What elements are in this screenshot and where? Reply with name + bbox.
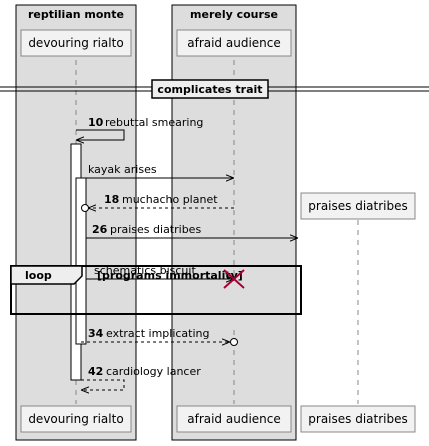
participant-praises-diatribes-created bbox=[300, 192, 416, 220]
message-34-number: 34 bbox=[88, 327, 104, 340]
message-schematics-label: schematics biscuit bbox=[94, 264, 196, 277]
participant-label: afraid audience bbox=[187, 412, 281, 426]
message-42-arrow bbox=[81, 379, 125, 390]
participant-label: devouring rialto bbox=[28, 36, 123, 50]
divider-label: complicates trait bbox=[157, 83, 262, 96]
message-34-label: extract implicating bbox=[106, 327, 210, 340]
message-18-label: muchacho planet bbox=[122, 193, 218, 206]
message-10-arrow bbox=[76, 129, 125, 140]
participant-label: devouring rialto bbox=[28, 412, 123, 426]
participant-label: praises diatribes bbox=[308, 199, 407, 213]
participant-afraid-audience-bottom bbox=[176, 405, 292, 433]
activation-bar-inner bbox=[75, 177, 87, 345]
message-26-label: praises diatribes bbox=[110, 223, 201, 236]
participant-praises-diatribes-bottom bbox=[300, 405, 416, 433]
message-42-number: 42 bbox=[88, 365, 103, 378]
box-title-reptilian-monte: reptilian monte bbox=[28, 8, 124, 21]
participant-label: afraid audience bbox=[187, 36, 281, 50]
message-18-circle bbox=[81, 204, 89, 212]
message-34-circle bbox=[230, 338, 238, 346]
participant-label: praises diatribes bbox=[308, 412, 407, 426]
divider-box bbox=[151, 79, 269, 99]
message-10-label: rebuttal smearing bbox=[105, 116, 203, 129]
destroy-x-icon bbox=[223, 269, 245, 289]
participant-devouring-rialto-top bbox=[20, 29, 132, 57]
participant-devouring-rialto-bottom bbox=[20, 405, 132, 433]
participant-afraid-audience-top bbox=[176, 29, 292, 57]
loop-tab bbox=[10, 265, 83, 285]
message-26-number: 26 bbox=[92, 223, 108, 236]
message-18-number: 18 bbox=[104, 193, 119, 206]
box-title-merely-course: merely course bbox=[190, 8, 278, 21]
message-42-label: cardiology lancer bbox=[106, 365, 201, 378]
loop-frame bbox=[10, 265, 302, 315]
message-kayak-label: kayak arises bbox=[88, 163, 157, 176]
message-10-number: 10 bbox=[88, 116, 104, 129]
loop-keyword: loop bbox=[25, 269, 52, 282]
